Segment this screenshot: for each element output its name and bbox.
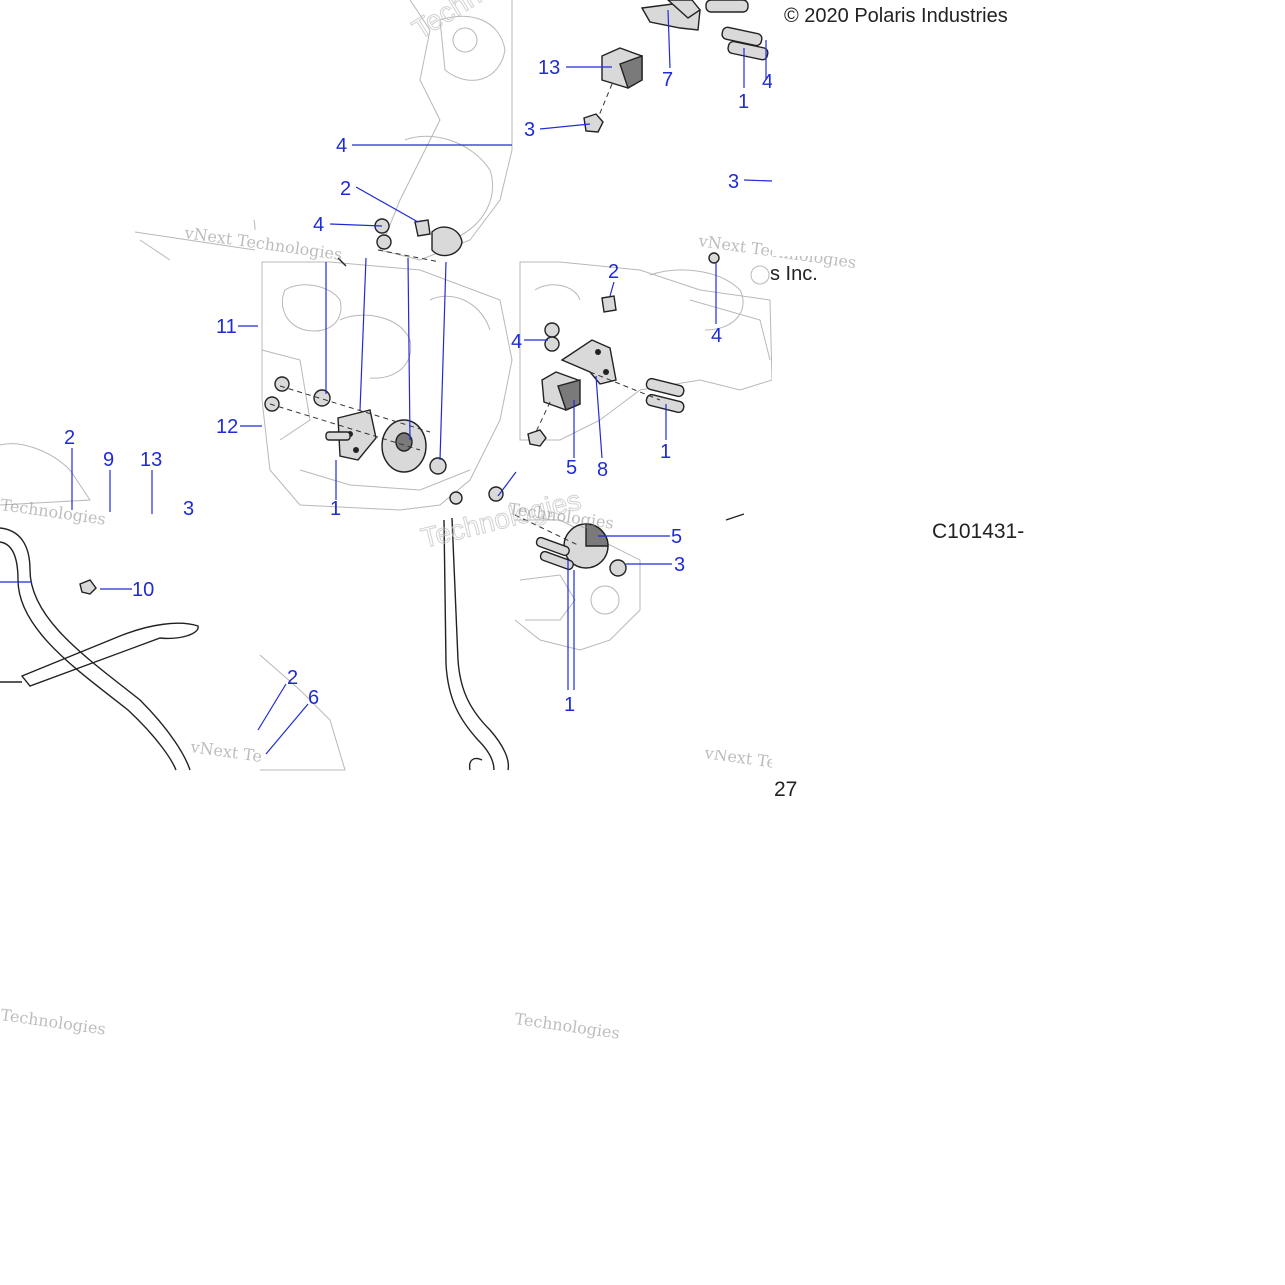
text-overlays: © 2020 Polaris Industries s Inc. C101431… <box>770 5 1024 801</box>
callout-6: 6 <box>308 687 319 709</box>
rod-left <box>0 527 191 771</box>
callout-3-right: 3 <box>728 171 739 193</box>
callout-13-upper: 13 <box>538 57 560 79</box>
callout-2-bottom: 2 <box>287 667 298 689</box>
nut-lower-left-b <box>449 491 463 505</box>
callout-4-right: 4 <box>511 331 522 353</box>
bushing-left <box>313 389 331 407</box>
nut-lower-left <box>488 486 504 502</box>
bolt-upper-c <box>727 40 769 61</box>
callout-3-upper: 3 <box>524 119 535 141</box>
nut-3-lower <box>609 559 627 577</box>
watermark-big-top: Technologies <box>407 0 562 45</box>
bracket-center <box>337 409 377 461</box>
callout-9: 9 <box>103 449 114 471</box>
callout-4-far-right: 4 <box>711 325 722 347</box>
bolt-1-lower-a <box>535 536 570 557</box>
right-mount-assembly <box>527 252 720 447</box>
rod-center <box>451 517 510 771</box>
washer-4-b <box>376 234 392 250</box>
callout-3-lower: 3 <box>674 554 685 576</box>
leader-lines <box>0 9 773 755</box>
bolt-1-lower-b <box>539 550 574 571</box>
callout-7: 7 <box>662 69 673 91</box>
lower-right-mount-assembly <box>449 486 627 577</box>
callout-4-upper-right: 4 <box>762 71 773 93</box>
washer-4-right-a <box>544 322 560 338</box>
callouts: 13 7 1 4 3 4 2 4 3 11 12 2 9 13 3 1 2 4 … <box>64 57 773 716</box>
callout-4-top-left: 4 <box>336 135 347 157</box>
callout-1-right: 1 <box>660 441 671 463</box>
rods <box>0 257 745 771</box>
nut-3-upper <box>583 113 604 133</box>
callout-4-mid-left: 4 <box>313 214 324 236</box>
washer-12-b <box>264 396 280 412</box>
bracket-upper-tab <box>666 0 702 19</box>
mount-block-13-upper-side <box>619 55 643 90</box>
bolt-center <box>325 431 351 441</box>
callout-1-upper: 1 <box>738 91 749 113</box>
bolt-1-right-a <box>645 377 685 398</box>
callout-2-top: 2 <box>340 178 351 200</box>
callout-11: 11 <box>216 316 237 338</box>
callout-1-lower: 1 <box>564 694 575 716</box>
callout-3-left: 3 <box>183 498 194 520</box>
engine-sketch <box>0 0 773 771</box>
copyright-fragment: s Inc. <box>770 263 818 285</box>
watermark-bottom-left: vNext Te <box>188 737 263 766</box>
callout-13-left: 13 <box>140 449 162 471</box>
mount-cushion-upper <box>431 226 463 257</box>
callout-5-right: 5 <box>566 457 577 479</box>
page-number: 27 <box>774 778 797 801</box>
callout-1-center: 1 <box>330 498 341 520</box>
nut-center <box>429 457 447 475</box>
callout-12: 12 <box>216 416 238 438</box>
watermark-left-mid: Technologies <box>0 495 107 529</box>
bolt-upper-a <box>705 0 749 13</box>
callout-10: 10 <box>132 579 154 601</box>
pin-2-right <box>601 295 617 313</box>
callout-8: 8 <box>597 459 608 481</box>
washer-4-far-right <box>708 252 720 264</box>
bolt-1-right-b <box>645 393 685 414</box>
callout-5-lower: 5 <box>671 526 682 548</box>
pin-2-upper <box>414 219 431 237</box>
upper-bracket-assembly <box>583 0 769 133</box>
callout-2-right: 2 <box>608 261 619 283</box>
clip-10 <box>79 579 97 595</box>
callout-2-left: 2 <box>64 427 75 449</box>
nut-right <box>527 429 547 447</box>
copyright-text: © 2020 Polaris Industries <box>784 5 1008 27</box>
diagram-code: C101431- <box>932 520 1024 543</box>
washer-12-a <box>274 376 290 392</box>
washer-4-right-b <box>544 336 560 352</box>
tether-left <box>20 622 199 687</box>
